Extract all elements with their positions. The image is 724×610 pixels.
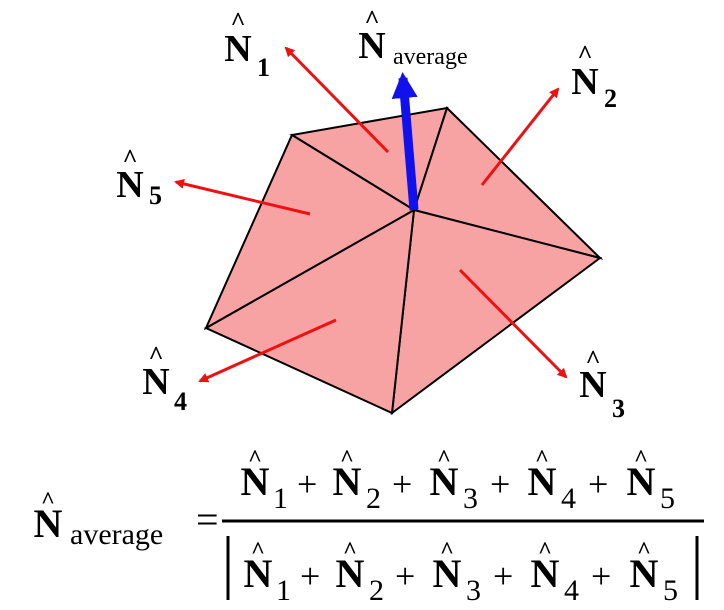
hat: ^ bbox=[122, 144, 137, 173]
subscript-4: 4 bbox=[174, 387, 187, 416]
svg-text:4: 4 bbox=[561, 482, 576, 515]
n-symbol: N bbox=[579, 364, 606, 406]
subscript-3: 3 bbox=[612, 394, 625, 423]
normal-arrow-3 bbox=[458, 268, 568, 379]
normal-arrow-5 bbox=[174, 178, 311, 216]
eq-denominator: ^ N 1 + ^ N 2 + ^ N 3 + ^ N 4 + ^ N 5 bbox=[226, 536, 699, 607]
mesh-faces bbox=[203, 106, 604, 416]
subscript-average: average bbox=[393, 44, 468, 70]
face-5 bbox=[203, 133, 416, 331]
svg-text:+: + bbox=[300, 556, 320, 596]
svg-text:^: ^ bbox=[634, 446, 648, 472]
average-normal-equation: ^ N average = ^ N 1 + ^ N 2 + ^ N 3 + ^ … bbox=[34, 446, 704, 607]
svg-text:+: + bbox=[591, 556, 611, 596]
svg-text:+: + bbox=[490, 464, 510, 504]
n-symbol: N bbox=[358, 25, 385, 67]
eq-num-n2: N bbox=[333, 459, 362, 504]
eq-lhs-n: N bbox=[34, 501, 63, 546]
hat: ^ bbox=[148, 341, 163, 370]
eq-num-n1: N bbox=[241, 459, 270, 504]
label-n2: ^ N 2 bbox=[571, 40, 617, 113]
svg-text:2: 2 bbox=[369, 574, 384, 607]
svg-text:^: ^ bbox=[343, 538, 357, 564]
subscript-1: 1 bbox=[257, 53, 270, 82]
eq-den-n4: N bbox=[531, 551, 560, 596]
label-n5: ^ N 5 bbox=[116, 144, 162, 210]
average-normal-arrow bbox=[391, 72, 419, 211]
eq-den-n2: N bbox=[336, 551, 365, 596]
svg-text:3: 3 bbox=[463, 482, 478, 515]
label-n-average: ^ N average bbox=[358, 5, 467, 70]
svg-text:+: + bbox=[297, 464, 317, 504]
svg-text:^: ^ bbox=[440, 538, 454, 564]
eq-num-n5: N bbox=[627, 459, 656, 504]
label-n1: ^ N 1 bbox=[224, 7, 270, 82]
svg-text:^: ^ bbox=[437, 446, 451, 472]
hat: ^ bbox=[230, 7, 245, 36]
svg-text:5: 5 bbox=[660, 482, 675, 515]
hat: ^ bbox=[585, 345, 600, 374]
n-symbol: N bbox=[142, 361, 169, 403]
normal-arrow-2 bbox=[480, 87, 560, 186]
svg-text:^: ^ bbox=[637, 538, 651, 564]
svg-text:^: ^ bbox=[538, 538, 552, 564]
svg-text:+: + bbox=[588, 464, 608, 504]
normal-arrow-4 bbox=[198, 318, 337, 383]
svg-text:1: 1 bbox=[276, 574, 291, 607]
svg-text:+: + bbox=[395, 556, 415, 596]
svg-text:^: ^ bbox=[340, 446, 354, 472]
eq-den-n5: N bbox=[630, 551, 659, 596]
svg-text:3: 3 bbox=[466, 574, 481, 607]
eq-den-n1: N bbox=[244, 551, 273, 596]
svg-text:1: 1 bbox=[273, 482, 288, 515]
svg-text:^: ^ bbox=[251, 538, 265, 564]
eq-num-n3: N bbox=[430, 459, 459, 504]
eq-den-n3: N bbox=[433, 551, 462, 596]
svg-text:^: ^ bbox=[248, 446, 262, 472]
eq-numerator: ^ N 1 + ^ N 2 + ^ N 3 + ^ N 4 + ^ N 5 bbox=[241, 446, 675, 515]
n-symbol: N bbox=[224, 28, 251, 70]
eq-lhs-subscript: average bbox=[70, 518, 163, 551]
n-symbol: N bbox=[116, 164, 143, 206]
subscript-5: 5 bbox=[149, 181, 162, 210]
hat: ^ bbox=[577, 40, 592, 69]
svg-text:^: ^ bbox=[535, 446, 549, 472]
eq-lhs-hat: ^ bbox=[41, 488, 55, 514]
hat: ^ bbox=[364, 5, 379, 34]
svg-text:5: 5 bbox=[663, 574, 678, 607]
label-n4: ^ N 4 bbox=[142, 341, 187, 416]
svg-text:4: 4 bbox=[564, 574, 579, 607]
svg-text:+: + bbox=[392, 464, 412, 504]
normal-arrow-1 bbox=[284, 46, 390, 154]
face-normal-arrows bbox=[174, 46, 568, 383]
svg-text:2: 2 bbox=[366, 482, 381, 515]
svg-text:+: + bbox=[493, 556, 513, 596]
n-symbol: N bbox=[571, 61, 598, 103]
eq-equals: = bbox=[196, 497, 219, 542]
subscript-2: 2 bbox=[604, 84, 617, 113]
eq-num-n4: N bbox=[528, 459, 557, 504]
label-n3: ^ N 3 bbox=[579, 345, 625, 423]
